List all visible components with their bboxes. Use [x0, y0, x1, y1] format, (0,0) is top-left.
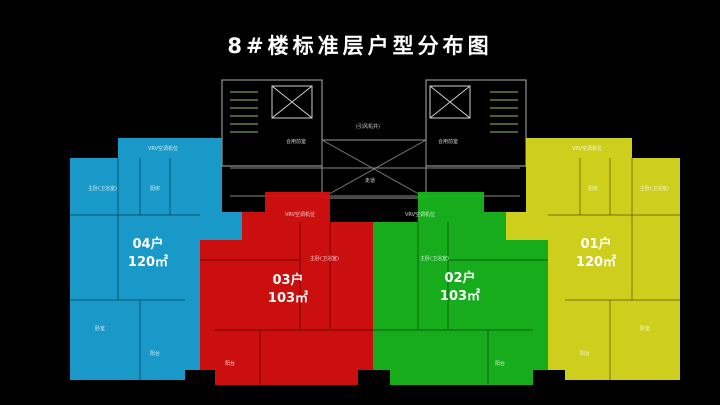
- hall-label-left: 合用前室: [286, 138, 306, 145]
- unit-04-area: 120㎡: [127, 255, 169, 270]
- unit-03-name: 03户: [272, 273, 304, 288]
- stair-right: [490, 91, 518, 133]
- unit-02-name: 02户: [444, 271, 476, 286]
- master-label-02: 主卧(卫浴室): [420, 255, 449, 262]
- unit-04-label: 04户 120㎡: [108, 236, 188, 272]
- interior-walls: [70, 158, 680, 385]
- unit-03-label: 03户 103㎡: [248, 272, 328, 308]
- page-title: 8#楼标准层户型分布图: [227, 34, 493, 58]
- unit-01-name: 01户: [580, 237, 612, 252]
- shaft-label: (引风机井): [356, 123, 380, 130]
- balcony-label-02: 阳台: [495, 360, 505, 367]
- unit-03-area: 103㎡: [267, 291, 309, 306]
- balcony-label-03: 阳台: [225, 360, 235, 367]
- unit-02-label: 02户 103㎡: [420, 270, 500, 306]
- kitchen-label-01: 厨房: [588, 185, 598, 192]
- bedroom-label-01: 卧室: [640, 325, 650, 332]
- master-label-03: 主卧(卫浴室): [310, 255, 339, 262]
- corridor-label: 走道: [365, 177, 375, 184]
- unit-04-name: 04户: [132, 237, 164, 252]
- balcony-label-01: 阳台: [580, 350, 590, 357]
- hall-label-right: 合用前室: [438, 138, 458, 145]
- unit-01-area: 120㎡: [575, 255, 617, 270]
- master-label-04: 主卧(卫浴室): [88, 185, 117, 192]
- vrv-label-04: VRV空调机位: [148, 145, 178, 152]
- kitchen-label-04: 厨房: [150, 185, 160, 192]
- unit-01-label: 01户 120㎡: [556, 236, 636, 272]
- unit-04: [70, 138, 242, 380]
- stair-left: [230, 91, 258, 133]
- vrv-label-01: VRV空调机位: [572, 145, 602, 152]
- vrv-label-02: VRV空调机位: [405, 211, 435, 218]
- unit-02: [373, 192, 548, 385]
- bedroom-label-04: 卧室: [95, 325, 105, 332]
- vrv-label-03: VRV空调机位: [285, 211, 315, 218]
- master-label-01: 主卧(卫浴室): [640, 185, 669, 192]
- balcony-label-04: 阳台: [150, 350, 160, 357]
- unit-01: [506, 138, 680, 380]
- unit-02-area: 103㎡: [439, 289, 481, 304]
- unit-03: [200, 192, 373, 385]
